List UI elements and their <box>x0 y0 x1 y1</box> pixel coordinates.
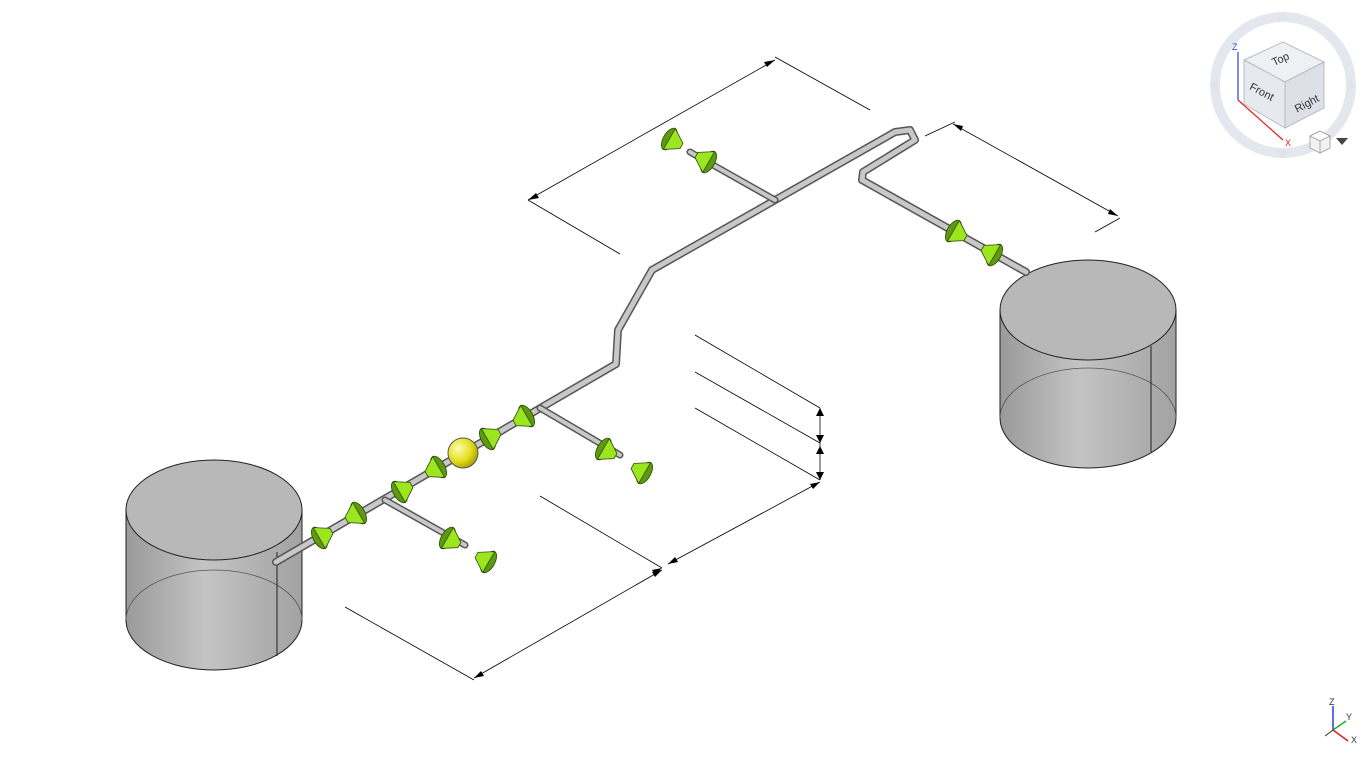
pipe-support[interactable] <box>509 403 538 434</box>
pipe-support[interactable] <box>471 545 500 576</box>
right-tank[interactable] <box>999 259 1177 469</box>
cube-z-label: Z <box>1232 42 1238 52</box>
left-tank[interactable] <box>125 459 303 671</box>
view-cube-icon[interactable]: Top Front Right Z X <box>1210 12 1356 158</box>
triad-y-label: Y <box>1346 712 1352 722</box>
pipe-support[interactable] <box>476 422 505 453</box>
dimension-lines <box>344 56 1121 681</box>
pipe-support[interactable] <box>388 475 417 506</box>
view-cube-right-face[interactable] <box>1284 61 1325 129</box>
pipe-support[interactable] <box>421 454 450 485</box>
pipe-support[interactable] <box>977 238 1006 269</box>
dimension-arrows <box>474 60 1118 678</box>
pipe-support[interactable] <box>436 525 465 556</box>
cube-x-axis <box>1237 99 1284 141</box>
pipe-support[interactable] <box>592 436 621 467</box>
pipe-support[interactable] <box>942 218 971 249</box>
ball-valve[interactable] <box>447 437 479 469</box>
triad-x-label: X <box>1351 735 1357 745</box>
triad-z-label: Z <box>1329 697 1335 707</box>
cube-x-label: X <box>1285 138 1291 148</box>
pipe-support[interactable] <box>341 500 370 531</box>
view-menu-icon[interactable] <box>1309 130 1348 154</box>
pipe-support[interactable] <box>691 145 720 176</box>
pipe-supports[interactable] <box>308 126 1006 576</box>
pipe-run[interactable] <box>272 126 1030 566</box>
coordinate-triad-icon: Z Y X <box>1324 697 1357 745</box>
pipe-support[interactable] <box>627 456 656 487</box>
pipe-support[interactable] <box>658 126 687 157</box>
pipe-support[interactable] <box>308 521 337 552</box>
